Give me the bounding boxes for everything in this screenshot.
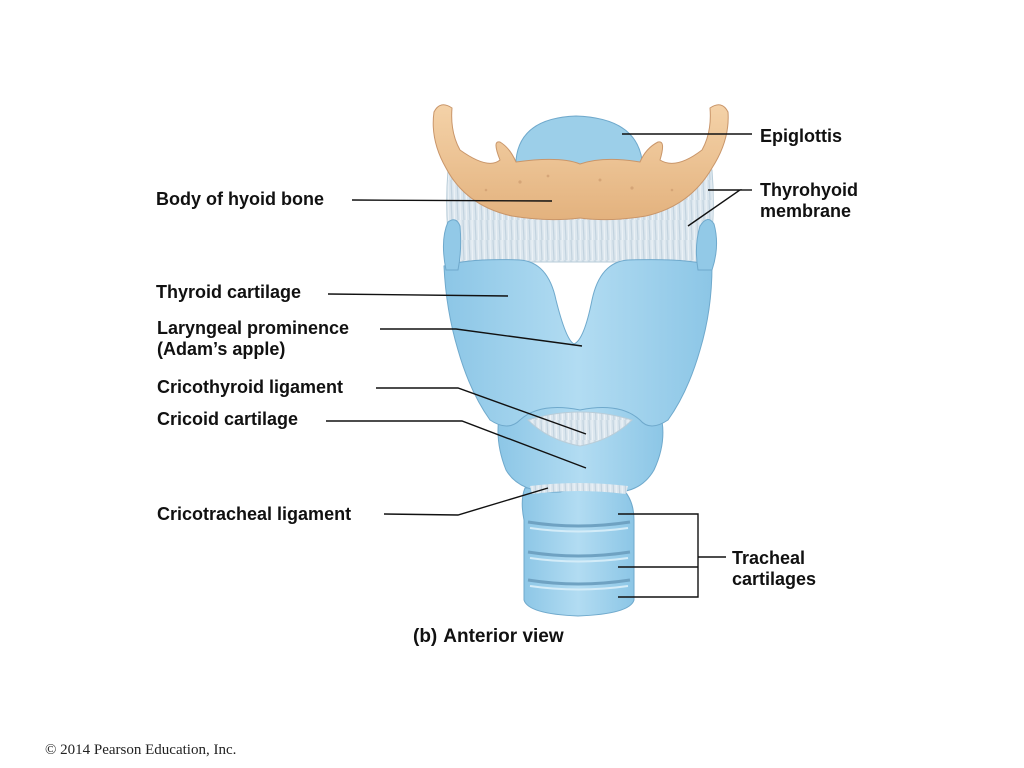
label-cricothyroid-ligament: Cricothyroid ligament [157, 377, 344, 397]
trachea [521, 487, 635, 617]
thyroid-cartilage-shape [443, 259, 713, 427]
label-body-of-hyoid-bone: Body of hyoid bone [156, 189, 324, 209]
leader-cricoid [326, 420, 587, 469]
leader-laryngeal [380, 328, 583, 347]
cricothyroid-ligament-shape [527, 411, 633, 447]
hyoid-bone-texture [484, 174, 674, 192]
thyroid-superior-horn-left [442, 219, 462, 271]
label-tracheal-cartilages-line1: Tracheal [732, 548, 806, 568]
label-tracheal-cartilages-line2: cartilages [732, 569, 817, 589]
caption-title: Anterior view [443, 626, 564, 647]
label-cricoid-cartilage: Cricoid cartilage [157, 409, 299, 429]
leader-tracheal-bracket [618, 513, 699, 598]
copyright-notice: © 2014 Pearson Education, Inc. [45, 742, 237, 758]
label-thyrohyoid-membrane-line2: membrane [760, 201, 852, 221]
leader-lines [326, 133, 752, 598]
label-thyroid-cartilage: Thyroid cartilage [156, 282, 302, 302]
caption-panel-letter: (b) [413, 626, 438, 647]
figure-caption: (b)Anterior view [413, 626, 564, 648]
label-laryngeal-prominence-line1: Laryngeal prominence [157, 318, 350, 338]
leader-thyroid [327, 293, 509, 297]
label-laryngeal-prominence-line2: (Adam’s apple) [157, 339, 286, 359]
tracheal-ring-grooves [527, 520, 631, 586]
hyoid-bone-shape [432, 104, 729, 221]
thyroid-superior-horn-right [695, 219, 718, 271]
leader-cricothyroid [376, 387, 587, 435]
label-epiglottis: Epiglottis [760, 126, 842, 146]
leader-hyoid [351, 199, 553, 202]
label-thyrohyoid-membrane-line1: Thyrohyoid [760, 180, 858, 200]
leader-cricotracheal [383, 487, 549, 516]
cricotracheal-ligament-shape [530, 483, 628, 494]
label-cricotracheal-ligament: Cricotracheal ligament [157, 504, 352, 524]
